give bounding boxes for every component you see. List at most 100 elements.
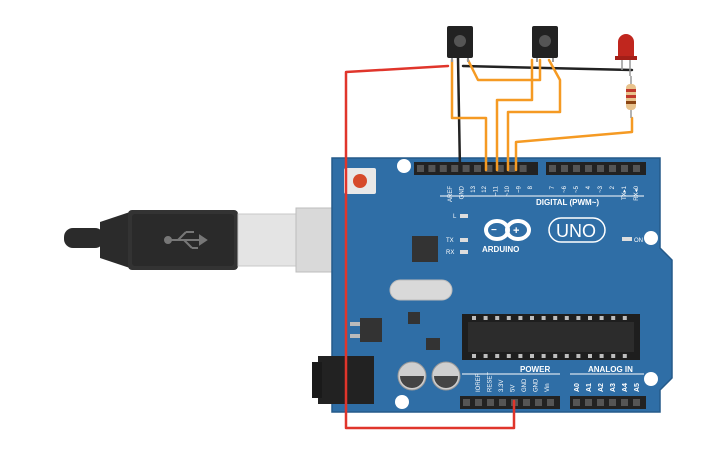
header-hole[interactable] bbox=[475, 399, 482, 406]
push-button-2[interactable] bbox=[532, 26, 558, 62]
uno-badge bbox=[548, 217, 606, 243]
crystal-oscillator bbox=[389, 279, 453, 301]
mounting-hole bbox=[397, 159, 411, 173]
black-wire-ground-rail[interactable] bbox=[461, 64, 634, 72]
header-hole[interactable] bbox=[487, 399, 494, 406]
pin-label: ~3 bbox=[598, 185, 604, 193]
usb-cable-end bbox=[64, 228, 104, 248]
red-led[interactable] bbox=[615, 34, 637, 76]
chip-pin bbox=[472, 354, 476, 358]
chip-pin bbox=[495, 316, 500, 320]
header-hole[interactable] bbox=[462, 165, 470, 172]
header-hole[interactable] bbox=[597, 399, 604, 406]
chip-pin bbox=[495, 354, 500, 358]
header-hole[interactable] bbox=[519, 165, 527, 172]
header-hole[interactable] bbox=[633, 165, 640, 172]
header-hole[interactable] bbox=[561, 165, 568, 172]
pin-label: ~9 bbox=[516, 185, 522, 193]
header-hole[interactable] bbox=[428, 165, 436, 172]
chip-pin bbox=[611, 316, 616, 320]
chip-pin bbox=[530, 316, 534, 320]
atmega-chip bbox=[468, 322, 634, 352]
chip-pin bbox=[518, 316, 523, 320]
analog-header-label: ANALOG IN bbox=[588, 365, 633, 374]
chip-pin bbox=[564, 354, 569, 358]
capacitor-1-stripe bbox=[400, 376, 424, 388]
header-hole[interactable] bbox=[508, 165, 516, 172]
header-hole[interactable] bbox=[485, 165, 493, 172]
orange-wire-pin11[interactable] bbox=[495, 58, 534, 172]
header-hole[interactable] bbox=[621, 165, 628, 172]
orange-wire-pin12[interactable] bbox=[450, 58, 488, 172]
header-hole[interactable] bbox=[451, 165, 459, 172]
header-hole[interactable] bbox=[499, 399, 506, 406]
header-hole[interactable] bbox=[547, 399, 554, 406]
chip-pins bbox=[472, 316, 627, 358]
push-button-1[interactable] bbox=[447, 26, 473, 62]
button-cap[interactable] bbox=[539, 35, 551, 47]
pin-label: ~5 bbox=[574, 185, 580, 193]
pin-label: GND bbox=[534, 378, 540, 392]
led-tx bbox=[460, 238, 468, 242]
header-hole[interactable] bbox=[523, 399, 530, 406]
arduino-logo-icon bbox=[484, 219, 531, 241]
header-hole[interactable] bbox=[585, 165, 592, 172]
chip-pin bbox=[506, 354, 511, 358]
logo-plus: + bbox=[513, 225, 519, 237]
resistor[interactable] bbox=[626, 76, 636, 118]
transistor-chip bbox=[426, 338, 440, 350]
header-hole[interactable] bbox=[496, 165, 504, 172]
orange-wire-bridge[interactable] bbox=[466, 58, 542, 82]
pin-label: 4 bbox=[586, 185, 592, 189]
orange-wire-led[interactable] bbox=[514, 116, 634, 172]
header-hole[interactable] bbox=[609, 165, 616, 172]
pin-label: A0 bbox=[574, 383, 581, 392]
black-wire-gnd[interactable] bbox=[456, 56, 462, 172]
reset-button[interactable] bbox=[353, 174, 367, 188]
header-hole[interactable] bbox=[474, 165, 481, 172]
header-hole[interactable] bbox=[417, 165, 424, 172]
chip-pin bbox=[553, 354, 558, 358]
resistor-band bbox=[626, 101, 636, 104]
button-cap[interactable] bbox=[454, 35, 466, 47]
pin-label: ~11 bbox=[494, 185, 500, 195]
header-hole[interactable] bbox=[463, 399, 470, 406]
pin-label: Vin bbox=[545, 383, 551, 392]
capacitor-2-stripe bbox=[434, 376, 458, 388]
header-hole[interactable] bbox=[609, 399, 616, 406]
header-hole[interactable] bbox=[573, 165, 580, 172]
header-hole[interactable] bbox=[573, 399, 580, 406]
wires[interactable] bbox=[344, 56, 634, 430]
chip-pin bbox=[530, 354, 534, 358]
header-hole[interactable] bbox=[585, 399, 592, 406]
chip-pin bbox=[611, 354, 616, 358]
chip-pin bbox=[588, 316, 592, 320]
pin-label: RX◂0 bbox=[634, 185, 640, 200]
mounting-hole bbox=[395, 395, 409, 409]
header-hole[interactable] bbox=[633, 399, 640, 406]
header-hole[interactable] bbox=[549, 165, 556, 172]
chip-pin bbox=[518, 354, 523, 358]
pin-label: ~10 bbox=[505, 185, 511, 196]
header-hole[interactable] bbox=[621, 399, 628, 406]
voltage-regulator bbox=[360, 318, 382, 342]
orange-wire-pin10[interactable] bbox=[506, 58, 562, 172]
usb-chip bbox=[412, 236, 438, 262]
regulator-pin bbox=[350, 322, 360, 326]
led-l bbox=[460, 214, 468, 218]
resistor-band bbox=[626, 89, 636, 92]
header-hole[interactable] bbox=[597, 165, 604, 172]
on-led bbox=[622, 237, 632, 241]
red-wire-5v[interactable] bbox=[344, 64, 516, 430]
header-hole[interactable] bbox=[535, 399, 542, 406]
pin-label: 7 bbox=[550, 185, 556, 189]
header-hole[interactable] bbox=[439, 165, 447, 172]
on-label: ON bbox=[634, 238, 643, 244]
chip-pin bbox=[588, 354, 592, 358]
pin-label: ~6 bbox=[562, 185, 568, 193]
header-pins bbox=[417, 165, 640, 172]
